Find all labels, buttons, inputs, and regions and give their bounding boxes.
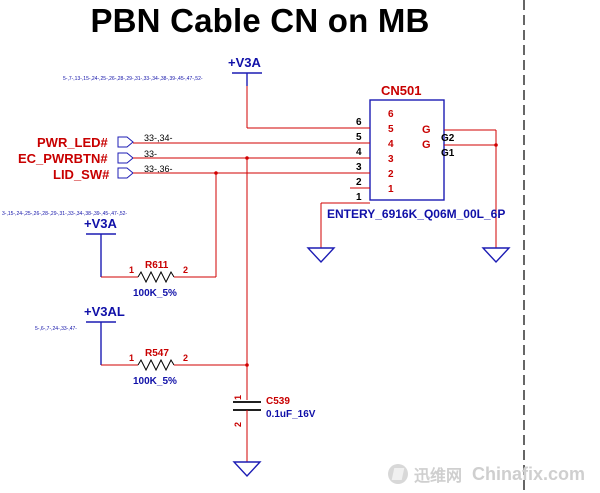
capacitor-ref: C539 [266,396,290,407]
resistor-value: 100K_5% [133,376,177,387]
ground-pin-g1: G [422,139,431,151]
connector-body [369,99,445,201]
pin-number-outer: 6 [356,117,362,128]
resistor-r611 [137,270,175,284]
pin-number-outer: 4 [356,147,362,158]
pin-number-inner: 6 [388,109,394,120]
net-refs: 33-,36- [144,164,173,174]
resistor-ref: R547 [145,348,169,359]
connector-part: ENTERY_6916K_Q06M_00L_6P [327,207,505,221]
net-label: LID_SW# [53,167,110,182]
resistor-pin: 2 [183,265,188,275]
pin-number-inner: 2 [388,169,394,180]
ground-symbol [306,247,336,264]
resistor-r547 [137,358,175,372]
power-refs-top: 5-,7-,13-,15-,24-,25-,26-,28-,29-,31-,33… [63,76,203,82]
ground-symbol [232,461,262,478]
pin-number-outer: 1 [356,192,362,203]
resistor-pin: 2 [183,353,188,363]
watermark-en: Chinafix.com [472,463,586,484]
pin-number-outer: 2 [356,177,362,188]
capacitor-pin: 1 [233,395,243,400]
net-port [117,136,134,148]
ground-pin-g2: G [422,124,431,136]
pin-number-inner: 5 [388,124,394,135]
connector-ref: CN501 [381,83,421,98]
net-refs: 33- [144,149,157,159]
pin-number-outer: 3 [356,162,362,173]
resistor-value: 100K_5% [133,288,177,299]
power-refs-mid: 3-,15-,24-,25-,26-,28-,29-,31-,33-,34-,3… [2,211,127,217]
watermark-cn: 迅维网 [414,468,463,485]
power-label-mid: +V3A [84,216,117,231]
resistor-pin: 1 [129,265,134,275]
power-label-top: +V3A [228,55,261,70]
net-port [117,152,134,164]
pin-number-inner: 3 [388,154,394,165]
resistor-ref: R611 [145,260,169,271]
pin-number-inner: 4 [388,139,394,150]
power-refs-low: 5-,6-,7-,24-,33-,47- [35,326,77,332]
resistor-pin: 1 [129,353,134,363]
net-refs: 33-,34- [144,133,173,143]
g1-label: G1 [441,148,455,159]
net-port [117,167,134,179]
page-title: PBN Cable CN on MB [90,2,430,39]
power-label-low: +V3AL [84,304,125,319]
watermark: 迅维网 Chinafix.com [388,462,585,486]
watermark-logo-icon [388,464,408,484]
net-label: PWR_LED# [37,135,109,150]
capacitor-pin: 2 [233,422,243,427]
capacitor-value: 0.1uF_16V [266,409,316,420]
ground-symbol [481,247,511,264]
net-label: EC_PWRBTN# [18,151,108,166]
pin-number-outer: 5 [356,132,362,143]
g2-label: G2 [441,133,455,144]
pin-number-inner: 1 [388,184,394,195]
